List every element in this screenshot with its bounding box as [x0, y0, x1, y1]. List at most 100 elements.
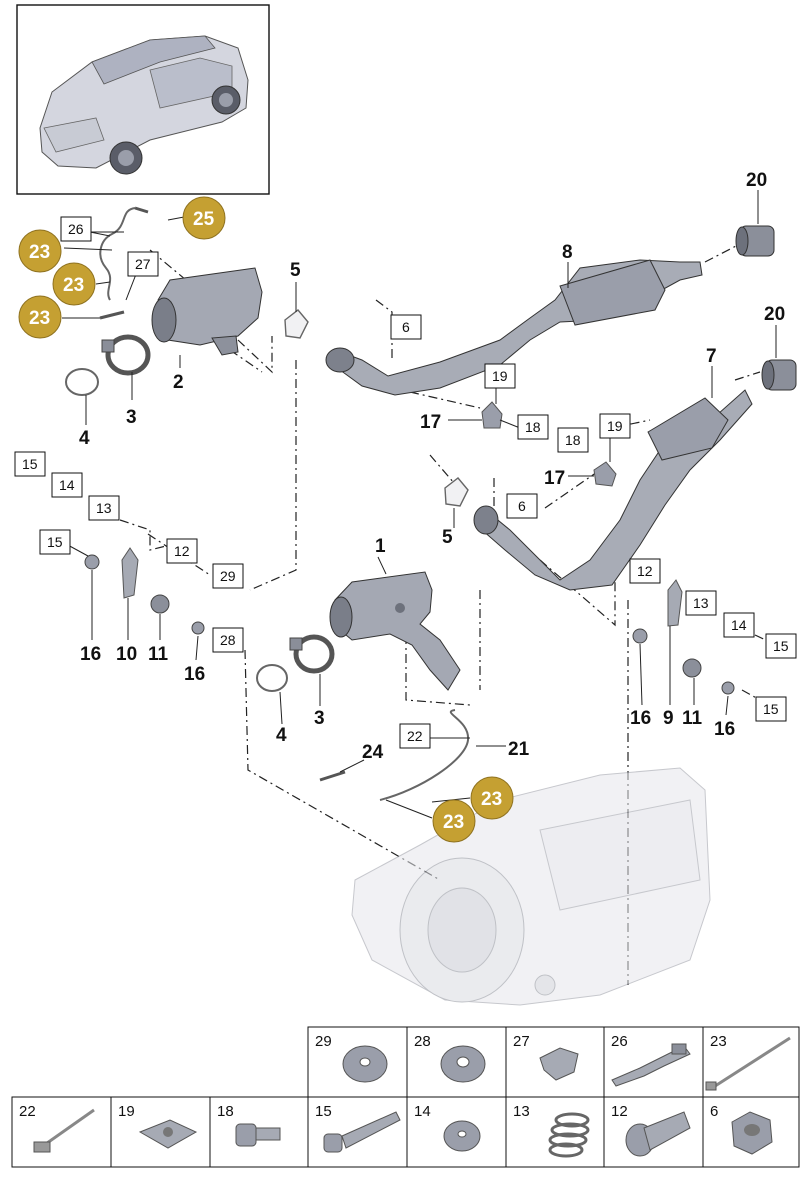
- gold-label: 25: [193, 209, 215, 230]
- long-bolt-icon: [323, 1111, 401, 1153]
- bracket-18-top: [481, 401, 503, 429]
- gasket-4-left: [65, 368, 99, 396]
- gold-circle: [52, 262, 96, 306]
- part-label: 2: [173, 372, 184, 393]
- exhaust-components: [65, 225, 797, 695]
- gasket-5-top: [284, 309, 309, 339]
- legend-number: 14: [414, 1103, 431, 1120]
- legend-top-row: 29 28 27 26 23: [307, 1026, 800, 1098]
- legend-number: 22: [19, 1103, 36, 1120]
- part-label: 16: [714, 719, 735, 740]
- hanger-parts-right: [632, 579, 735, 695]
- exhaust-pipe-8: [325, 259, 703, 396]
- boxed-label: 15: [22, 456, 38, 472]
- catalytic-converter-2: [151, 267, 263, 356]
- gasket-5-lower: [444, 477, 469, 507]
- hanger-parts-left: [84, 547, 205, 635]
- part-label: 16: [80, 644, 101, 665]
- boxed-label: 18: [525, 419, 541, 435]
- parts-legend: 29 28 27 26 23: [11, 1026, 800, 1168]
- boxed-label: 13: [693, 595, 709, 611]
- part-label: 16: [630, 708, 651, 729]
- gold-circle: [18, 295, 62, 339]
- clip-icon: [539, 1047, 579, 1081]
- part-label: 10: [116, 644, 137, 665]
- boxed-label: 15: [763, 701, 779, 717]
- legend-number: 19: [118, 1103, 135, 1120]
- boxed-label: 14: [731, 617, 747, 633]
- part-label: 8: [562, 242, 573, 263]
- legend-bottom-row: 22 19 18 15 14 13 12 6: [11, 1096, 800, 1168]
- boxed-label: 29: [220, 568, 236, 584]
- part-label: 17: [420, 412, 441, 433]
- part-label: 20: [764, 304, 785, 325]
- holder-icon: [611, 1045, 691, 1087]
- boxed-label: 15: [773, 638, 789, 654]
- cable-tie-icon: [711, 1036, 791, 1090]
- part-label: 1: [375, 536, 386, 557]
- boxed-label: 28: [220, 632, 236, 648]
- legend-number: 13: [513, 1103, 530, 1120]
- part-label: 21: [508, 739, 530, 760]
- legend-number: 6: [710, 1103, 718, 1120]
- part-label: 16: [184, 664, 205, 685]
- vehicle-thumbnail: [16, 4, 270, 195]
- boxed-label: 6: [518, 498, 526, 514]
- bold-part-numbers: 1 2 3 3 4 4 5 5 7 8 9 10 11 11 16 16 16 …: [79, 170, 785, 763]
- clamp-3-center: [289, 634, 335, 674]
- part-label: 11: [148, 644, 169, 665]
- gold-circle: [470, 776, 514, 820]
- part-label: 11: [682, 708, 703, 729]
- boxed-label: 27: [135, 256, 151, 272]
- legend-number: 29: [315, 1033, 332, 1050]
- boxed-label: 26: [68, 221, 84, 237]
- tail-end-20-top: [735, 225, 775, 257]
- boxed-label: 12: [174, 543, 190, 559]
- legend-number: 18: [217, 1103, 234, 1120]
- legend-number: 28: [414, 1033, 431, 1050]
- gold-circle: [432, 799, 476, 843]
- tail-end-20-bottom: [761, 359, 797, 391]
- gold-label: 23: [29, 242, 50, 263]
- spring-icon: [548, 1112, 590, 1158]
- legend-number: 12: [611, 1103, 628, 1120]
- part-label: 4: [79, 428, 90, 449]
- boxed-label: 19: [492, 368, 508, 384]
- part-label: 7: [706, 346, 717, 367]
- part-label: 3: [314, 708, 325, 729]
- nut-icon: [731, 1111, 773, 1155]
- part-label: 5: [290, 260, 301, 281]
- transmission-illustration: [351, 767, 711, 1006]
- boxed-label: 19: [607, 418, 623, 434]
- legend-number: 15: [315, 1103, 332, 1120]
- part-label: 5: [442, 527, 453, 548]
- boxed-label: 14: [59, 477, 75, 493]
- boxed-label: 12: [637, 563, 653, 579]
- gold-label: 23: [29, 308, 50, 329]
- legend-number: 27: [513, 1033, 530, 1050]
- part-label: 9: [663, 708, 674, 729]
- gold-circle: [182, 196, 226, 240]
- boxed-label: 6: [402, 319, 410, 335]
- clamp-3-left: [101, 334, 151, 376]
- spacer-icon: [625, 1111, 691, 1157]
- part-label: 20: [746, 170, 767, 191]
- gasket-4-center: [256, 664, 288, 692]
- gold-label: 23: [63, 275, 84, 296]
- part-label: 4: [276, 725, 287, 746]
- catalytic-converter-1: [329, 571, 461, 691]
- exhaust-pipe-7: [473, 389, 753, 591]
- gold-circle: [18, 229, 62, 273]
- bracket-18-right: [593, 461, 617, 487]
- boxed-reference-numbers: 6 6 12 12 13 13 14 14 15 15 15 15 18 18 …: [14, 216, 797, 749]
- part-label: 17: [544, 468, 565, 489]
- boxed-label: 18: [565, 432, 581, 448]
- boxed-label: 22: [407, 728, 423, 744]
- legend-number: 26: [611, 1033, 628, 1050]
- part-label: 24: [362, 742, 384, 763]
- sensor-wires: [99, 206, 470, 801]
- gold-circle-labels: 23 23 23 23 23 25: [18, 196, 514, 843]
- gold-label: 23: [481, 789, 502, 810]
- boxed-label: 13: [96, 500, 112, 516]
